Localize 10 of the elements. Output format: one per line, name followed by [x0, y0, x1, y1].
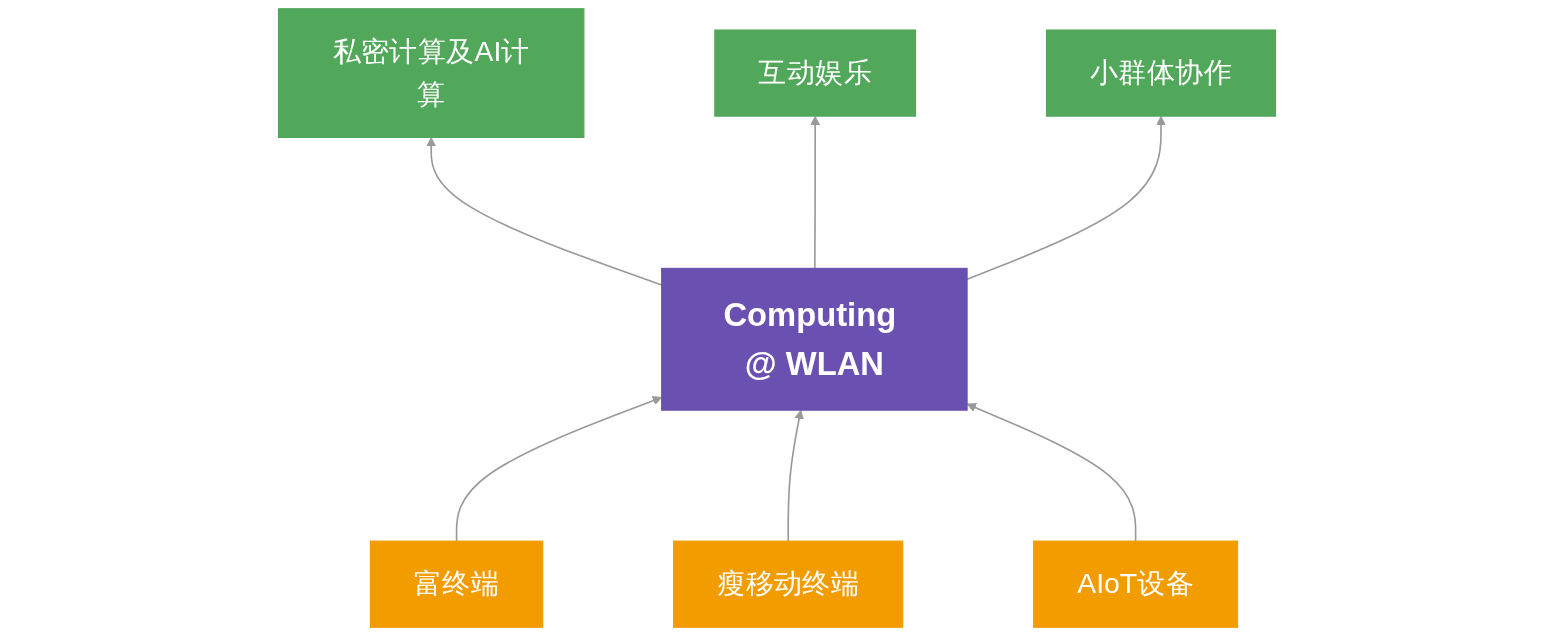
node-box: 小群体协作	[1045, 29, 1277, 117]
node-box: 私密计算及AI计算	[277, 8, 585, 138]
node-box: AIoT设备	[1033, 540, 1239, 628]
arrow	[810, 115, 820, 270]
node-box: 互动娱乐	[714, 29, 917, 117]
node-box: 富终端	[369, 540, 544, 628]
arrow	[787, 409, 804, 542]
node-box: 瘦移动终端	[673, 540, 904, 628]
node-box: Computing @ WLAN	[661, 267, 968, 411]
arrow	[966, 403, 1137, 542]
